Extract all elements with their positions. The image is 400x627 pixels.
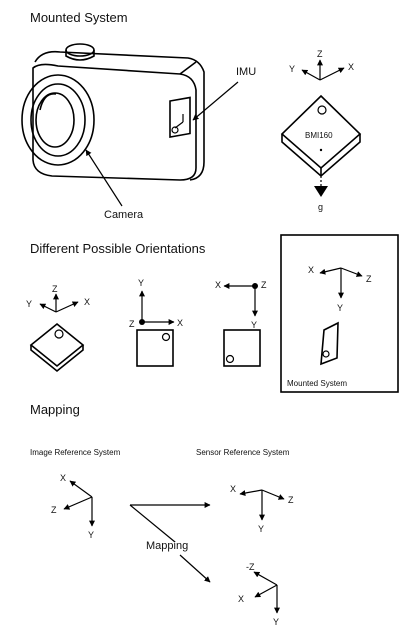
- svg-text:Z: Z: [317, 49, 323, 59]
- svg-text:Y: Y: [258, 524, 264, 534]
- svg-text:Y: Y: [337, 303, 343, 313]
- imu-pointer-arrow: [192, 81, 239, 121]
- svg-text:Y: Y: [251, 320, 257, 330]
- heading-orientations: Different Possible Orientations: [30, 241, 206, 256]
- svg-text:X: X: [348, 62, 354, 72]
- sensor-reference-label: Sensor Reference System: [196, 448, 290, 457]
- mapped-result-triad: -Z X Y: [238, 562, 280, 627]
- orientation-2: Y Z X: [129, 278, 183, 367]
- svg-text:-Z: -Z: [246, 562, 255, 572]
- svg-text:X: X: [84, 297, 90, 307]
- svg-text:Z: Z: [261, 280, 267, 290]
- svg-text:Z: Z: [129, 319, 135, 329]
- image-reference-label: Image Reference System: [30, 448, 121, 457]
- bmi160-chip: BMI160 g: [280, 94, 362, 212]
- camera-drawing: [21, 43, 205, 181]
- svg-text:Y: Y: [273, 617, 279, 627]
- orientation-1: Z Y X: [26, 284, 90, 373]
- chip-axes-triad: Z Y X: [289, 49, 354, 81]
- camera-label: Camera: [104, 209, 144, 221]
- svg-text:Z: Z: [52, 284, 58, 294]
- imu-label: IMU: [236, 66, 256, 78]
- svg-text:X: X: [238, 594, 244, 604]
- camera-pointer-arrow: [85, 149, 123, 207]
- svg-text:Z: Z: [366, 274, 372, 284]
- svg-text:X: X: [308, 265, 314, 275]
- mapping-label: Mapping: [146, 540, 188, 552]
- mounted-system-box: X Z Y Mounted System: [280, 234, 399, 393]
- svg-text:Z: Z: [51, 505, 57, 515]
- orientation-3: X Z Y: [215, 280, 267, 367]
- mapping-arrows: Mapping: [129, 502, 211, 583]
- svg-text:Y: Y: [138, 278, 144, 288]
- svg-text:Y: Y: [88, 530, 94, 540]
- chip-label: BMI160: [305, 131, 333, 140]
- svg-text:Z: Z: [288, 495, 294, 505]
- svg-text:Y: Y: [26, 299, 32, 309]
- gravity-label: g: [318, 202, 323, 212]
- svg-text:X: X: [215, 280, 221, 290]
- image-reference-triad: X Z Y: [51, 473, 95, 540]
- svg-text:X: X: [60, 473, 66, 483]
- svg-text:X: X: [177, 318, 183, 328]
- heading-mapping: Mapping: [30, 402, 80, 417]
- svg-text:X: X: [230, 484, 236, 494]
- sensor-reference-triad: X Z Y: [230, 484, 294, 534]
- svg-text:Y: Y: [289, 64, 295, 74]
- mounted-system-box-label: Mounted System: [287, 379, 347, 388]
- heading-mounted-system: Mounted System: [30, 10, 128, 25]
